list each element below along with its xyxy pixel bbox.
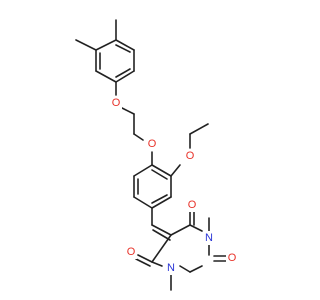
bond — [115, 44, 131, 53]
atom-label-text: N — [205, 232, 213, 244]
bond — [137, 254, 153, 263]
bonds — [75, 19, 227, 291]
bond — [151, 164, 172, 177]
bond — [170, 164, 181, 177]
bond — [133, 164, 153, 177]
bond — [189, 224, 203, 232]
atom-label-text: O — [186, 150, 195, 162]
atom-label-text: O — [127, 246, 136, 258]
bond — [189, 123, 209, 135]
bond — [151, 234, 172, 263]
atom-labels: O O O O N O N O — [110, 96, 238, 275]
bond — [133, 196, 153, 209]
bond — [133, 133, 144, 141]
atom-label-ethoxy-oxygen: O — [184, 149, 196, 163]
atom-label-carbonyl-oxygen-mid: O — [226, 251, 238, 265]
atom-label-nitrogen-bottom: N — [165, 261, 177, 275]
bond — [179, 265, 191, 273]
bond — [95, 70, 117, 83]
molecule-structure-drawing: O O O O N O N O — [75, 19, 238, 291]
atom-label-ether-oxygen-2: O — [146, 137, 158, 151]
atom-label-text: N — [167, 262, 175, 274]
atom-label-ether-oxygen-1: O — [110, 96, 122, 110]
bond — [151, 196, 172, 209]
bond — [95, 39, 117, 51]
bond — [151, 224, 172, 236]
bond — [189, 265, 203, 273]
bond — [151, 169, 168, 180]
bond — [115, 39, 135, 51]
atom-label-text: O — [148, 138, 157, 150]
atom-label-nitrogen-top: N — [203, 231, 215, 245]
bond — [151, 194, 168, 204]
atom-label-text: O — [188, 199, 197, 211]
atom-label-text: O — [228, 252, 237, 264]
bond — [115, 70, 135, 83]
molecule-svg: O O O O N O N O — [75, 19, 238, 291]
atom-label-carbonyl-oxygen-left: O — [125, 245, 137, 259]
bond — [75, 39, 97, 51]
bond — [115, 68, 131, 78]
bond — [152, 229, 171, 241]
bond — [121, 107, 135, 115]
bond — [151, 261, 163, 267]
atom-label-text: O — [112, 97, 121, 109]
atom-label-carbonyl-oxygen-top: O — [186, 198, 198, 212]
bond — [135, 258, 151, 267]
bond — [170, 224, 191, 236]
